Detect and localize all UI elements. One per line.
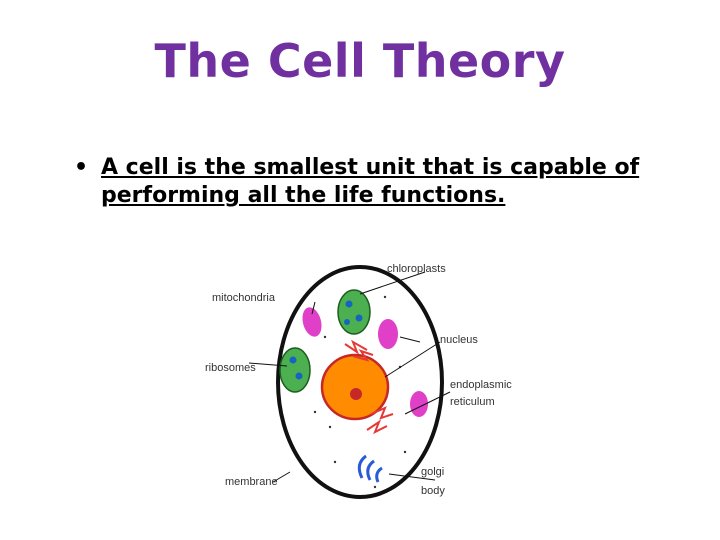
- pointer-lines: [248, 271, 451, 483]
- label-reticulum: reticulum: [450, 396, 495, 408]
- rough-er-top: [344, 339, 374, 362]
- ribosomes-dots: [313, 295, 407, 489]
- bullet-item: • A cell is the smallest unit that is ca…: [74, 154, 674, 210]
- mitochondrion-right: [378, 319, 398, 349]
- bullet-symbol: •: [74, 155, 89, 180]
- mitochondrion-left: [302, 307, 322, 337]
- nucleus: [320, 353, 390, 421]
- label-chloroplasts: chloroplasts: [387, 263, 446, 275]
- label-membrane: membrane: [225, 476, 278, 488]
- chloroplast-left: [279, 347, 311, 393]
- cell-diagram-svg: chloroplasts mitochondria nucleus riboso…: [205, 263, 512, 499]
- label-golgi: golgi: [421, 466, 444, 478]
- rough-er-bottom: [366, 406, 394, 435]
- chloroplast-top: [337, 289, 371, 335]
- label-nucleus: nucleus: [440, 334, 478, 346]
- label-body: body: [421, 485, 445, 497]
- slide-title: The Cell Theory: [154, 34, 566, 88]
- label-ribosomes: ribosomes: [205, 362, 256, 374]
- golgi-body: [357, 454, 383, 483]
- mitochondrion-lower-right: [410, 391, 428, 417]
- cell-diagram: chloroplasts mitochondria nucleus riboso…: [195, 252, 525, 502]
- bullet-text: A cell is the smallest unit that is capa…: [101, 155, 640, 208]
- label-endoplasmic: endoplasmic: [450, 379, 512, 391]
- label-mitochondria: mitochondria: [212, 292, 276, 304]
- nucleolus: [350, 388, 362, 400]
